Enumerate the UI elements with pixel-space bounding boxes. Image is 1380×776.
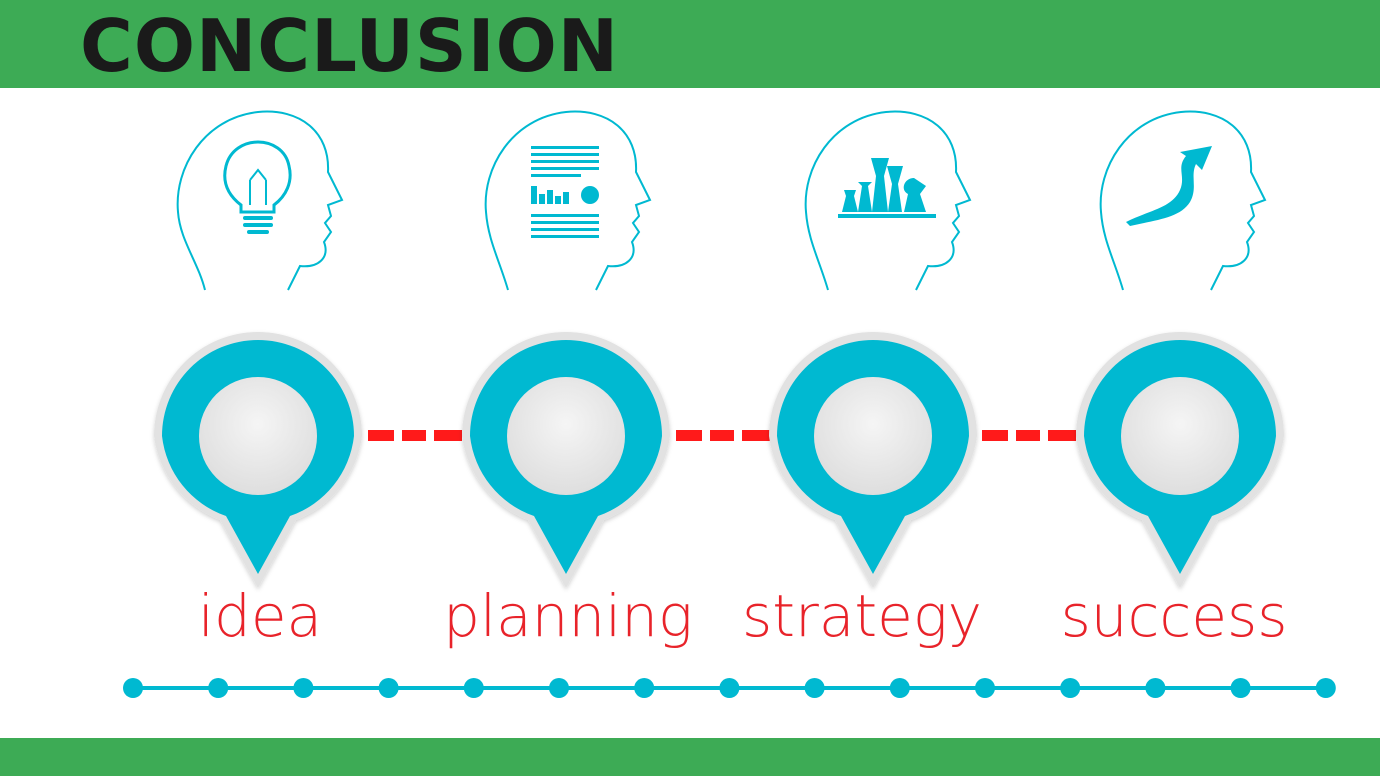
timeline-dot xyxy=(719,678,740,698)
head-idea xyxy=(176,110,344,291)
lightbulb-icon xyxy=(223,140,292,234)
timeline-dot xyxy=(1315,678,1336,698)
step-label-strategy: strategy xyxy=(742,582,982,650)
timeline-dot xyxy=(463,678,484,698)
connector-1-2 xyxy=(368,430,462,441)
timeline-dot xyxy=(1230,678,1251,698)
pin-planning xyxy=(462,332,670,588)
pin-center xyxy=(507,377,625,495)
process-diagram: idea planning strategy success xyxy=(123,110,1336,698)
head-outline xyxy=(176,110,344,291)
timeline-dot xyxy=(123,678,143,698)
timeline-dot xyxy=(378,678,399,698)
head-success xyxy=(1099,110,1267,291)
head-outline xyxy=(1099,110,1267,291)
connector-dashes xyxy=(368,430,1076,441)
timeline-dot xyxy=(975,678,995,698)
head-outline xyxy=(804,110,972,291)
connector-3-4 xyxy=(982,430,1076,441)
chess-pieces-icon xyxy=(838,158,936,218)
connector-2-3 xyxy=(676,430,770,441)
timeline-dot xyxy=(208,678,229,698)
timeline xyxy=(123,678,1336,698)
header-bar: CONCLUSION xyxy=(0,0,1380,88)
pin-idea xyxy=(154,332,362,588)
timeline-dot xyxy=(804,678,825,698)
step-label-planning: planning xyxy=(443,582,693,650)
timeline-dot xyxy=(634,678,655,698)
footer-bar xyxy=(0,738,1380,776)
pin-center xyxy=(814,377,932,495)
head-outline xyxy=(484,110,652,291)
timeline-dot xyxy=(293,678,314,698)
upward-arrow-icon xyxy=(1126,146,1212,226)
pin-success xyxy=(1076,332,1284,588)
page-title: CONCLUSION xyxy=(80,4,620,88)
step-label-success: success xyxy=(1061,582,1288,650)
document-chart-icon xyxy=(531,146,599,238)
pin-strategy xyxy=(769,332,977,588)
timeline-dot xyxy=(549,678,569,698)
step-label-idea: idea xyxy=(198,582,322,650)
timeline-dot xyxy=(1060,678,1081,698)
timeline-dot xyxy=(1145,678,1166,698)
head-strategy xyxy=(804,110,972,291)
pin-center xyxy=(199,377,317,495)
head-planning xyxy=(484,110,652,291)
pin-center xyxy=(1121,377,1239,495)
timeline-dot xyxy=(889,678,910,698)
